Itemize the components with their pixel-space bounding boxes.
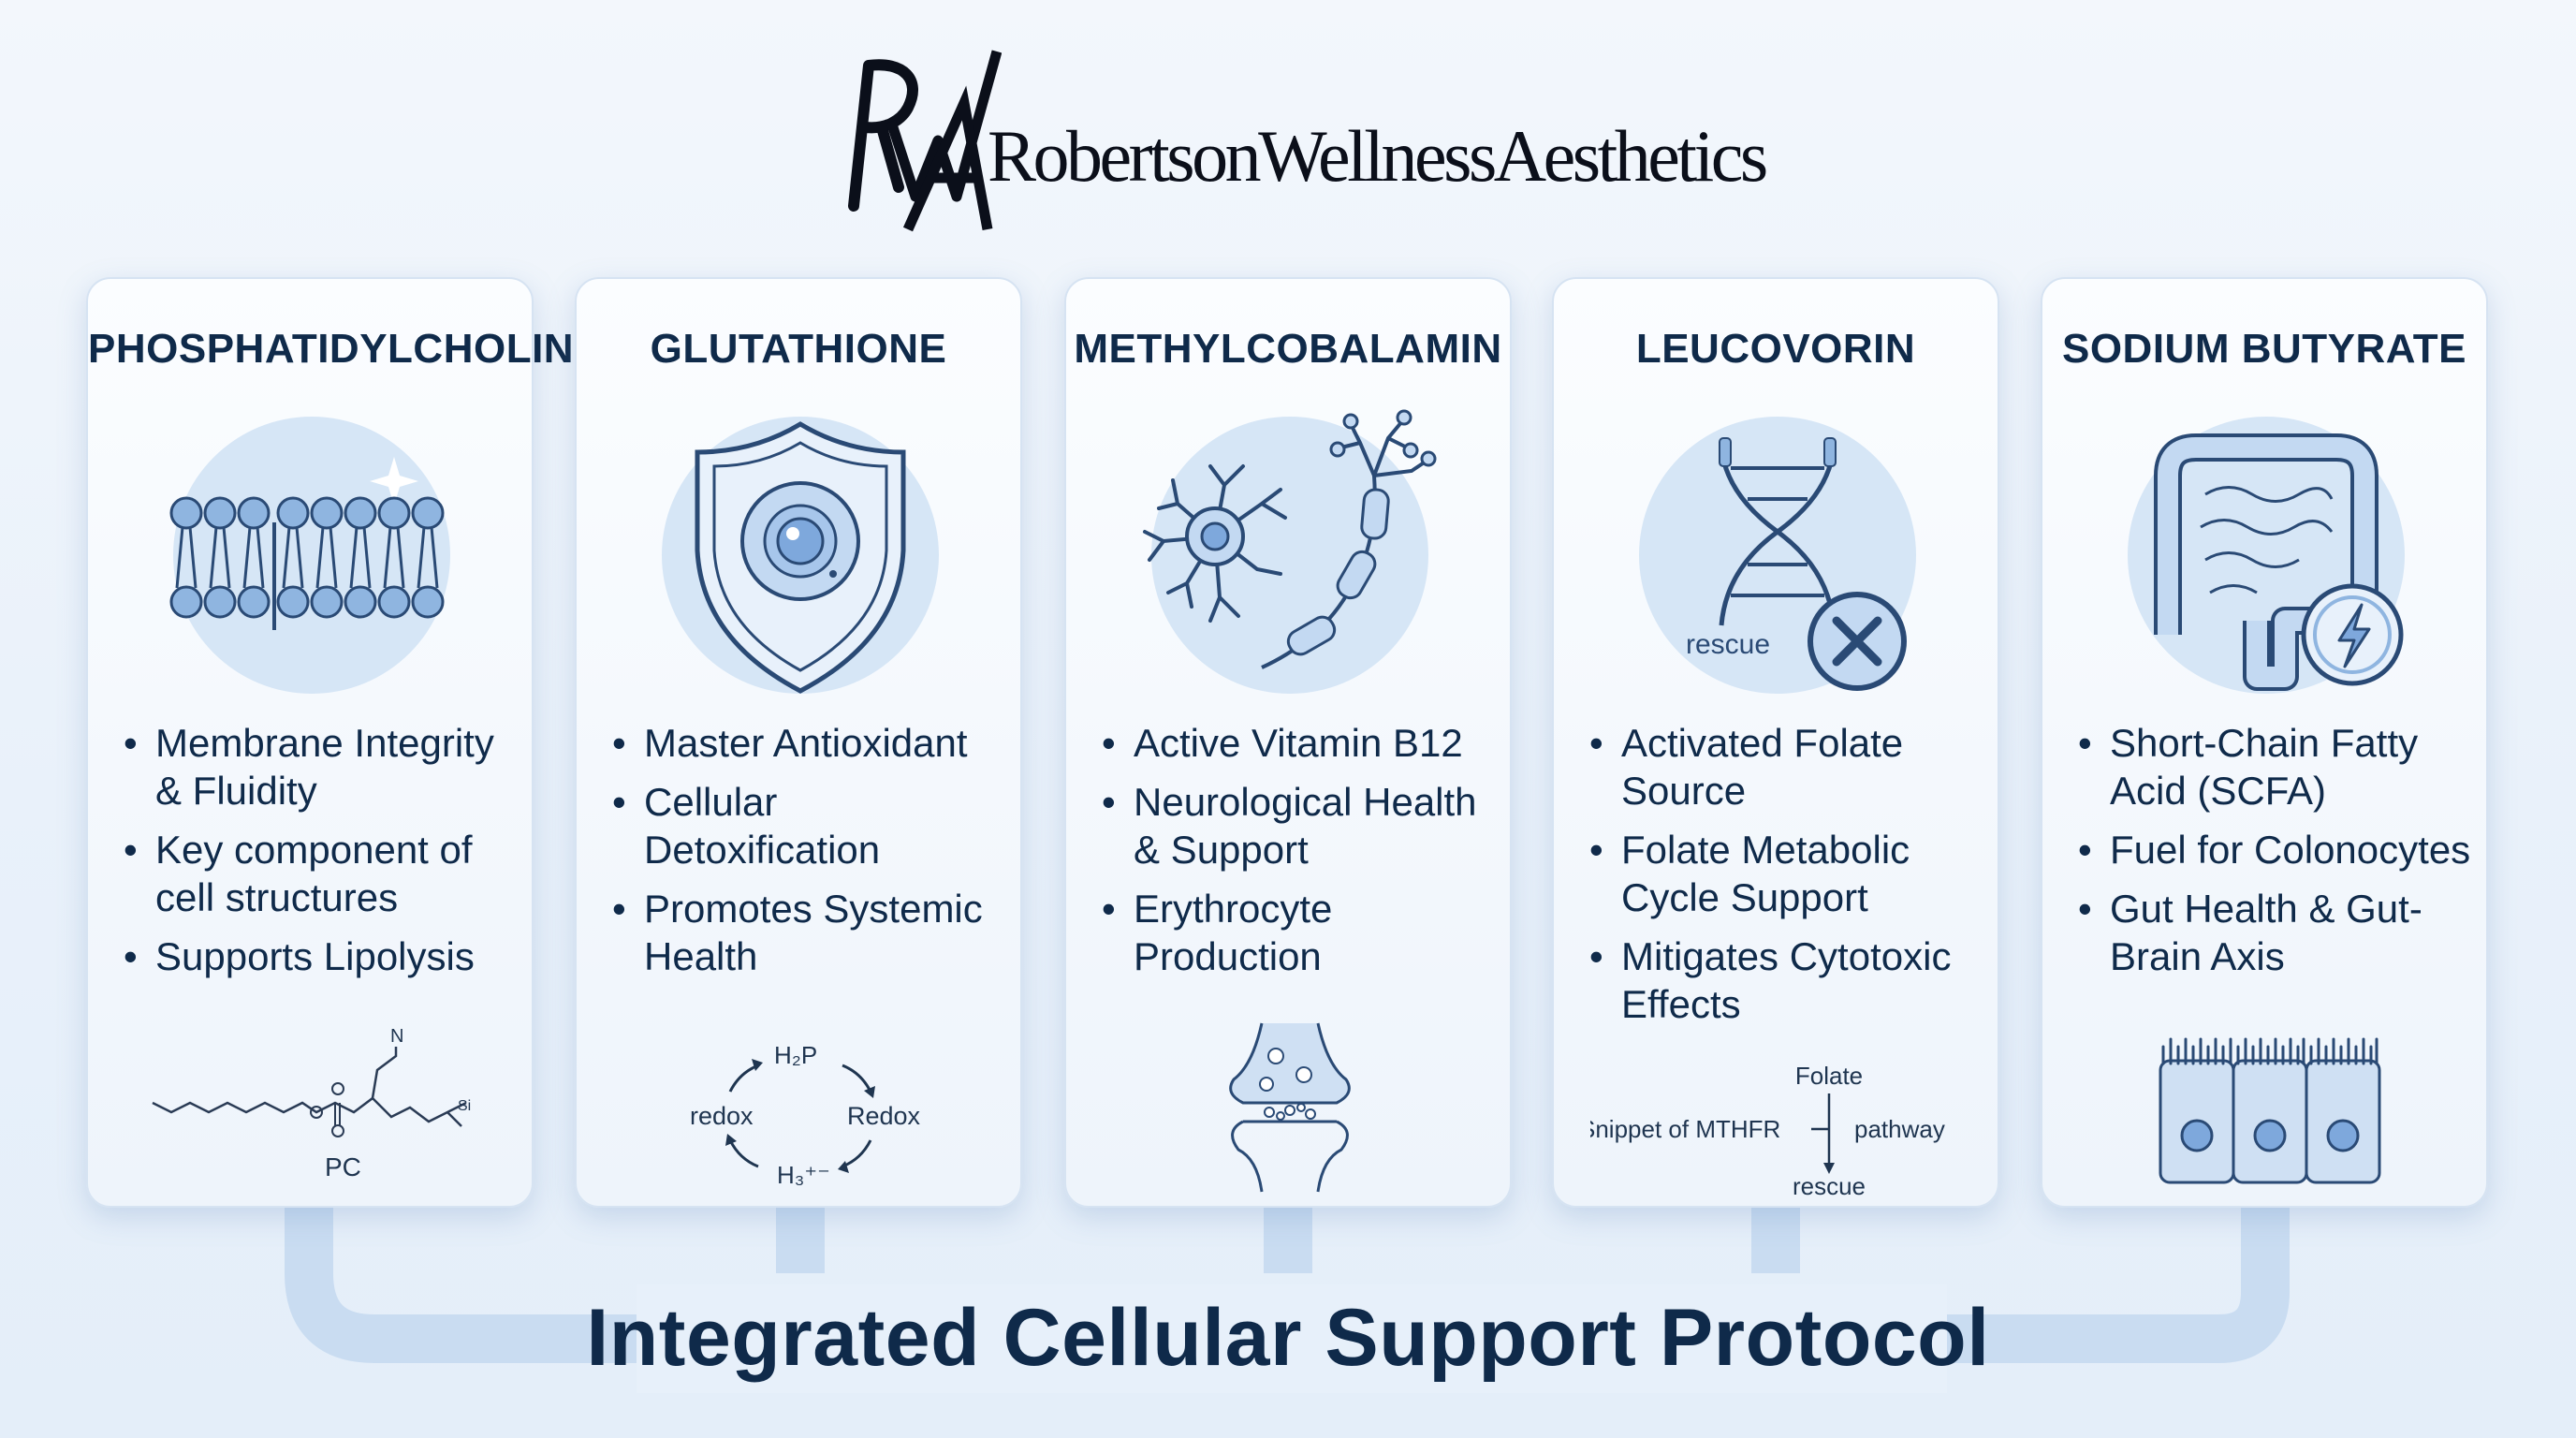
bullet-list: Short-Chain Fatty Acid (SCFA) Fuel for C…: [2072, 719, 2473, 991]
bullet-list: Master Antioxidant Cellular Detoxificati…: [607, 719, 1007, 991]
pathway-label: pathway: [1854, 1115, 1945, 1143]
card-sodium-butyrate: SODIUM BUTYRATE Short-Chain Fatty Acid (…: [2041, 277, 2488, 1208]
bullet-item: Mitigates Cytotoxic Effects: [1584, 932, 1984, 1028]
pc-label: PC: [325, 1152, 361, 1181]
bullet-item: Fuel for Colonocytes: [2072, 826, 2473, 873]
card-phosphatidylcholine: PHOSPHATIDYLCHOLINE Membrane Integrity &…: [86, 277, 602, 1208]
bullet-list: Membrane Integrity & Fluidity Key compon…: [118, 719, 519, 991]
bullet-item: Promotes Systemic Health: [607, 885, 1007, 980]
bullet-item: Key component of cell structures: [118, 826, 519, 921]
bullet-item: Activated Folate Source: [1584, 719, 1984, 814]
brand-logo: RobertsonWellnessAesthetics: [833, 47, 1769, 234]
bullet-item: Membrane Integrity & Fluidity: [118, 719, 519, 814]
mthfr-pathway-diagram: Folate Snippet of MTHFR pathway rescue: [1590, 1062, 1945, 1196]
redox-cycle-diagram: H₂P redox Redox H₃⁺⁻: [690, 1041, 921, 1189]
brand-name: RobertsonWellnessAesthetics: [988, 115, 1768, 197]
bullet-item: Neurological Health & Support: [1096, 778, 1497, 873]
rwa-monogram-icon: [848, 50, 1002, 232]
intestine-energy-icon: [2128, 417, 2405, 694]
bullet-item: Supports Lipolysis: [118, 932, 519, 980]
protocol-title-text: Integrated Cellular Support Protocol: [586, 1293, 1990, 1383]
rescue-footnote-label: rescue: [1793, 1172, 1866, 1196]
card-title: LEUCOVORIN: [1635, 326, 1916, 372]
bullet-list: Activated Folate Source Folate Metabolic…: [1584, 719, 1984, 1039]
card-leucovorin: LEUCOVORIN rescue Activated Folate Sourc…: [1552, 277, 1999, 1208]
h3-label: H₃⁺⁻: [777, 1161, 830, 1189]
bullet-item: Short-Chain Fatty Acid (SCFA): [2072, 719, 2473, 814]
shield-cell-icon: [662, 417, 939, 694]
bullet-item: Gut Health & Gut-Brain Axis: [2072, 885, 2473, 980]
h2p-label: H₂P: [774, 1041, 817, 1069]
bullet-item: Cellular Detoxification: [607, 778, 1007, 873]
bullet-item: Erythrocyte Production: [1096, 885, 1497, 980]
card-title: METHYLCOBALAMIN: [1074, 326, 1502, 372]
mthfr-label: Snippet of MTHFR: [1590, 1115, 1780, 1143]
card-title: GLUTATHIONE: [650, 326, 947, 372]
synapse-icon: [1229, 1022, 1351, 1193]
card-title: PHOSPHATIDYLCHOLINE: [88, 326, 602, 372]
rescue-label: rescue: [1686, 629, 1770, 660]
si-label: Si: [458, 1098, 471, 1114]
card-methylcobalamin: METHYLCOBALAMIN Active: [1064, 277, 1512, 1208]
redox-right-label: Redox: [847, 1102, 921, 1130]
colonocytes-icon: [2159, 1037, 2381, 1184]
neuron-icon: [1143, 409, 1437, 694]
bullet-item: Folate Metabolic Cycle Support: [1584, 826, 1984, 921]
n-label: N: [390, 1026, 403, 1047]
lipid-bilayer-icon: [169, 417, 450, 694]
card-glutathione: GLUTATHIONE Master Antioxidant Cellular …: [575, 277, 1022, 1208]
dna-rescue-icon: rescue: [1639, 417, 1916, 694]
bullet-list: Active Vitamin B12 Neurological Health &…: [1096, 719, 1497, 991]
bullet-item: Master Antioxidant: [607, 719, 1007, 767]
protocol-title: Integrated Cellular Support Protocol: [0, 1292, 2576, 1385]
pc-structure-diagram: N Si PC: [152, 1026, 471, 1181]
card-title: SODIUM BUTYRATE: [2061, 326, 2466, 372]
folate-label: Folate: [1795, 1062, 1863, 1090]
bullet-item: Active Vitamin B12: [1096, 719, 1497, 767]
redox-left-label: redox: [690, 1102, 754, 1130]
